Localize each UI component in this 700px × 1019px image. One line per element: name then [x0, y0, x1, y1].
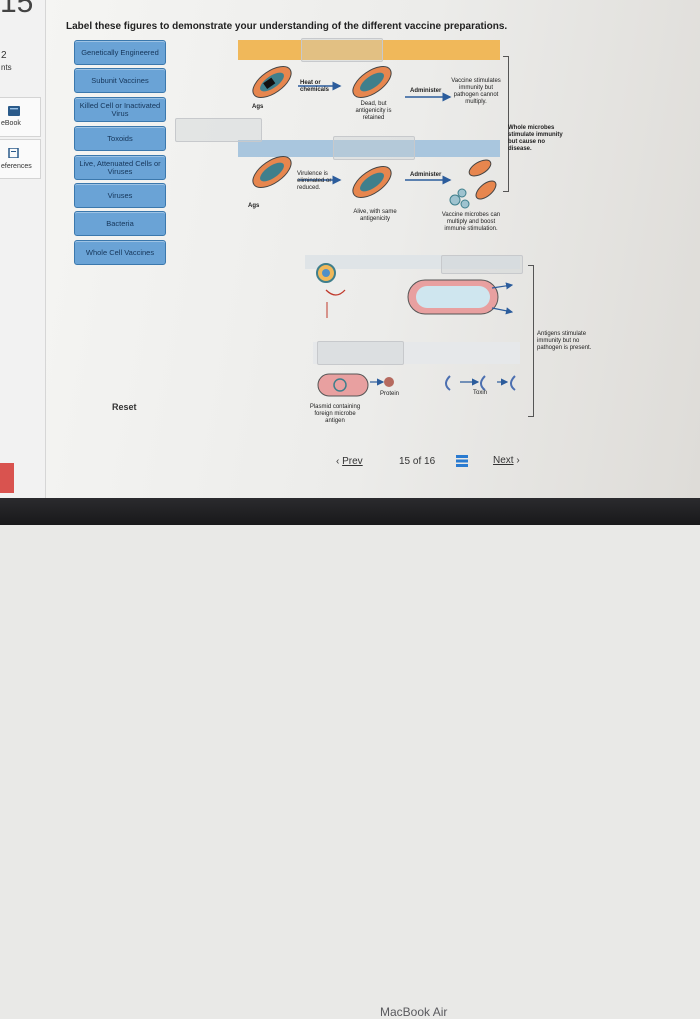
ebook-label: eBook — [1, 120, 21, 127]
book-icon — [8, 106, 20, 116]
chevron-right-icon: › — [516, 455, 520, 466]
toxin-icon — [445, 375, 451, 391]
bacterium-icon — [252, 65, 292, 99]
grid-icon[interactable] — [456, 455, 468, 467]
alive-text: Alive, with same antigenicity — [353, 209, 397, 222]
next-label: Next — [493, 455, 514, 466]
ags-label-1: Ags — [252, 104, 264, 110]
question-title: Label these figures to demonstrate your … — [66, 21, 508, 32]
vaccine-microbes-text: Vaccine microbes can multiply and boost … — [441, 212, 501, 232]
heat-or-chemicals-text: Heat or chemicals — [300, 80, 330, 93]
bottom-band — [313, 342, 520, 364]
label-live-attenuated[interactable]: Live, Attenuated Cells or Viruses — [74, 155, 166, 180]
dead-text: Dead, but antigenicity is retained — [355, 101, 392, 121]
prev-label: Prev — [342, 456, 363, 467]
ags-label-2: Ags — [248, 203, 260, 209]
bracket-2 — [528, 265, 534, 417]
plasmid-cell-icon — [317, 373, 369, 397]
red-tab[interactable] — [0, 463, 14, 493]
cell-with-plasmid-icon — [407, 279, 499, 315]
top-band — [238, 40, 500, 60]
drop-target-1[interactable] — [301, 38, 383, 62]
label-killed-cell[interactable]: Killed Cell or Inactivated Virus — [74, 97, 166, 122]
virulent-bacterium-icon — [252, 155, 292, 189]
lower-band — [305, 255, 520, 269]
middle-band — [238, 140, 500, 157]
label-bacteria[interactable]: Bacteria — [74, 211, 166, 236]
virus-particle-icon — [316, 263, 336, 283]
toxoid-icon — [480, 375, 516, 391]
protein-label: Protein — [380, 391, 400, 397]
whole-microbes-text: Whole microbes stimulate immunity but ca… — [508, 125, 563, 152]
label-whole-cell-vaccines[interactable]: Whole Cell Vaccines — [74, 240, 166, 265]
protein-icon — [384, 377, 394, 387]
antigens-stimulate-text: Antigens stimulate immunity but no patho… — [537, 331, 592, 351]
chevron-left-icon: ‹ — [336, 456, 340, 467]
vaccine-figure — [252, 65, 516, 397]
attenuated-bacterium-icon — [352, 165, 392, 199]
left-sidebar: 15 2 nts eBook eferences — [0, 0, 46, 498]
administer-label-2: Administer — [410, 172, 442, 178]
drop-target-5[interactable] — [317, 341, 404, 365]
points-label: nts — [1, 63, 12, 72]
device-label: MacBook Air — [380, 1005, 448, 1019]
administer-label-1: Administer — [410, 88, 442, 94]
prev-link[interactable]: ‹ Prev — [336, 456, 363, 467]
toxin-label: Toxin — [473, 390, 488, 396]
drop-target-2[interactable] — [175, 118, 262, 142]
label-genetically-engineered[interactable]: Genetically Engineered — [74, 40, 166, 65]
plasmid-text: Plasmid containing foreign microbe antig… — [309, 404, 361, 424]
drop-target-3[interactable] — [333, 136, 415, 160]
page-current: 15 — [399, 456, 411, 467]
page-counter: 15 of 16 — [399, 456, 435, 467]
points-value: 2 — [1, 50, 7, 61]
next-link[interactable]: Next › — [493, 455, 520, 466]
bracket-1 — [503, 56, 509, 192]
dead-bacterium-icon — [352, 65, 392, 99]
screen: 15 2 nts eBook eferences Label these fig… — [0, 0, 700, 500]
drop-target-4[interactable] — [441, 255, 523, 274]
references-button[interactable]: eferences — [0, 139, 41, 179]
label-viruses[interactable]: Viruses — [74, 183, 166, 208]
reset-button[interactable]: Reset — [112, 402, 137, 412]
references-icon — [8, 148, 19, 158]
references-label: eferences — [1, 163, 32, 170]
virulence-text: Virulence is eliminated or reduced. — [297, 171, 332, 191]
multiplying-microbes-icon — [449, 159, 497, 209]
vaccine-stimulates-text: Vaccine stimulates immunity but pathogen… — [451, 78, 501, 105]
question-number: 15 — [0, 0, 34, 19]
label-subunit-vaccines[interactable]: Subunit Vaccines — [74, 68, 166, 93]
page-total: 16 — [424, 456, 436, 467]
label-toxoids[interactable]: Toxoids — [74, 126, 166, 151]
laptop-bezel: MacBook Air — [0, 498, 700, 1019]
page-sep: of — [412, 456, 422, 467]
ebook-button[interactable]: eBook — [0, 97, 41, 137]
